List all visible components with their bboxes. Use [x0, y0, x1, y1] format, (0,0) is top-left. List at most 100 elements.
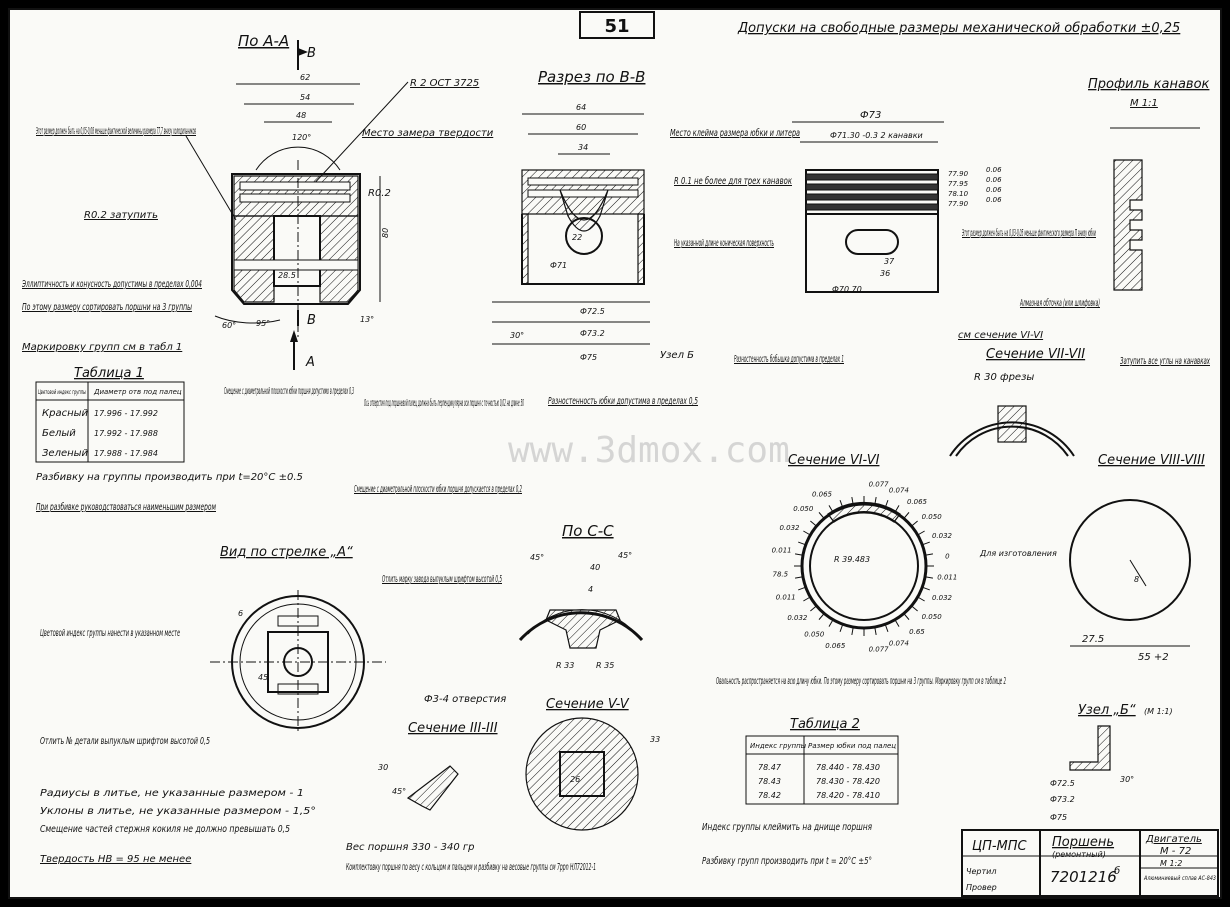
table2-header-1: Размер юбки под палец	[808, 742, 896, 750]
section-bb-title: Разрез по В-В	[538, 68, 645, 86]
groove-val-3: 77.90	[948, 200, 969, 208]
dim-30deg: 30°	[510, 331, 524, 340]
dim-34: 34	[578, 143, 588, 152]
radial-value: 0.65	[909, 628, 925, 636]
dim-uzel-f75: Ф75	[1050, 813, 1067, 822]
dim-36: 36	[880, 269, 890, 278]
dim-iii-30: 30	[378, 763, 388, 772]
note-view-a-2: Отлить № детали выпуклым шрифтом высотой…	[40, 736, 210, 747]
dim-64: 64	[576, 103, 586, 112]
dim-uzel-f73-2: Ф73.2	[1050, 795, 1075, 804]
table2-r2c1: 78.420 - 78.410	[816, 791, 880, 800]
radial-tick	[922, 541, 930, 546]
section-vii: Сечение VII-VII R 30 фрезы	[949, 347, 1085, 457]
section-cc: По С-С 45° 40 4 45° R 33 R 35	[518, 522, 644, 670]
radial-tick	[924, 576, 934, 579]
section-aa-r02: R0.2	[368, 188, 391, 199]
radial-tick	[911, 520, 918, 527]
radial-value: 0	[945, 552, 950, 560]
radial-value: 0.050	[922, 513, 943, 521]
table-1: Таблица 1 Цветовой индекс группы Диаметр…	[35, 366, 185, 463]
groove-dim-1: 0.06	[986, 176, 1002, 184]
table2-title: Таблица 2	[790, 717, 860, 732]
section-viii: Сечение VIII-VIII 8 27.5 55 +2	[1069, 453, 1205, 663]
radial-tick	[851, 626, 854, 636]
radial-value: 0.065	[825, 642, 846, 650]
section-vii-title: Сечение VII-VII	[986, 347, 1085, 362]
radial-tick	[903, 512, 910, 519]
mid-notes: Смещение с диаметральной плоскости юбки …	[224, 385, 698, 495]
section-aa-label-a: A	[305, 355, 315, 370]
table-2: Таблица 2 Индекс группы Размер юбки под …	[745, 717, 899, 805]
tb-org: ЦП-МПС	[972, 839, 1028, 854]
section-v-title: Сечение V-V	[546, 697, 630, 712]
note-bm-1: Комплектовку поршня по весу с кольцом и …	[346, 861, 596, 873]
dim-f3-4: Ф3-4 отверстия	[424, 694, 506, 705]
section-vi-ticks	[794, 496, 934, 636]
tb-scale: М 1:2	[1160, 859, 1182, 868]
note-bb-4: Разностенность бобышка допустима в преде…	[734, 353, 844, 365]
dim-v-26: 26	[570, 775, 580, 784]
uzel-b-scale: (М 1:1)	[1144, 707, 1173, 716]
section-aa-label-b2: B	[307, 313, 316, 328]
drawing-sheet: 51 Допуски на свободные размеры механиче…	[8, 8, 1222, 899]
tb-row1: Чертил	[966, 867, 996, 876]
note-left-3: По этому размеру сортировать поршни на 3…	[22, 302, 192, 313]
radial-value: 0.032	[932, 594, 953, 602]
note-bb-0: Место клейма размера юбки и литера	[670, 127, 800, 139]
radial-tick	[828, 619, 834, 627]
table1-r0c1: 17.996 - 17.992	[94, 409, 158, 418]
radial-value: 78.5	[773, 570, 789, 578]
note-bm-0: Вес поршня 330 - 340 гр	[346, 842, 475, 853]
dim-iii-45: 45°	[392, 787, 406, 796]
dim-f72-5: Ф72.5	[580, 307, 605, 316]
dim-f71-30: Ф71.30 -0.3 2 канавки	[830, 131, 923, 140]
dim-120: 120°	[292, 133, 311, 142]
radial-value: 0.011	[776, 593, 796, 601]
ovality-note: Овальность распространяется на всю длину…	[716, 675, 1006, 687]
radial-value: 0.050	[793, 505, 814, 513]
note-side-0: Этот размер должен быть на 0,03-0,05 мен…	[962, 227, 1096, 239]
radial-tick	[794, 553, 804, 556]
sorting-note-0: Разбивку на группы производить при t=20°…	[36, 471, 303, 483]
bottom-left-notes: Радиусы в литье, не указанные размером -…	[40, 788, 316, 865]
table1-r1c1: 17.992 - 17.988	[94, 429, 158, 438]
dim-cc-4: 4	[588, 585, 593, 594]
dim-cc-40: 40	[590, 563, 600, 572]
radial-tick	[839, 624, 844, 632]
dim-55: 55 +2	[1138, 652, 1169, 663]
radial-tick	[803, 530, 811, 536]
note-mid-1: Ось отверстия под поршневой палец должна…	[364, 397, 524, 409]
table1-r0c0: Красный	[42, 408, 89, 419]
section-vi-values-left: 0.0650.0500.0320.01178.50.0110.0320.0500…	[772, 490, 846, 650]
note-view-a-0: Отлить марку завода выпуклым шрифтом выс…	[382, 574, 502, 585]
radial-tick	[828, 505, 834, 513]
table2-r1c1: 78.430 - 78.420	[816, 777, 880, 786]
section-vi: Сечение VI-VI R 39.483 0.0650.0500.0320.…	[772, 453, 1057, 654]
section-vii-note: R 30 фрезы	[974, 372, 1034, 383]
radial-value: 0.077	[869, 646, 890, 654]
section-viii-title: Сечение VIII-VIII	[1098, 453, 1205, 468]
dim-6: 6	[238, 609, 243, 618]
radial-tick	[818, 512, 825, 519]
table2-r2c0: 78.42	[758, 791, 781, 800]
note-left-2: Эллиптичность и конусность допустимы в п…	[21, 279, 202, 290]
radial-value: 0.065	[812, 490, 833, 498]
section-vi-title: Сечение VI-VI	[788, 453, 880, 468]
groove-val-2: 78.10	[948, 190, 969, 198]
note-bl-0: Радиусы в литье, не указанные размером -…	[40, 788, 304, 799]
note-bl-1: Уклоны в литье, не указанные размером - …	[40, 806, 316, 817]
tb-material: Алюминиевый сплав АС-843	[1143, 875, 1216, 882]
section-v: Сечение V-V 26 33	[525, 697, 660, 831]
table1-header-1: Диаметр отв под палец	[93, 388, 182, 396]
dim-f75: Ф75	[580, 353, 597, 362]
note-side-1: Алмазная обточка (или шлифовка)	[1020, 297, 1100, 309]
section-aa-hardness: Место замера твердости	[362, 128, 494, 139]
groove-dim-3: 0.06	[986, 196, 1002, 204]
table1-r2c1: 17.988 - 17.984	[94, 449, 158, 458]
section-aa-label-b: B	[307, 46, 316, 61]
radial-value: 0.065	[907, 498, 928, 506]
radial-tick	[810, 520, 817, 527]
section-aa: По А-А B R 2 ОСТ 3725 Место замера тверд…	[214, 32, 494, 370]
profile-grooves-title: Профиль канавок	[1088, 77, 1210, 92]
